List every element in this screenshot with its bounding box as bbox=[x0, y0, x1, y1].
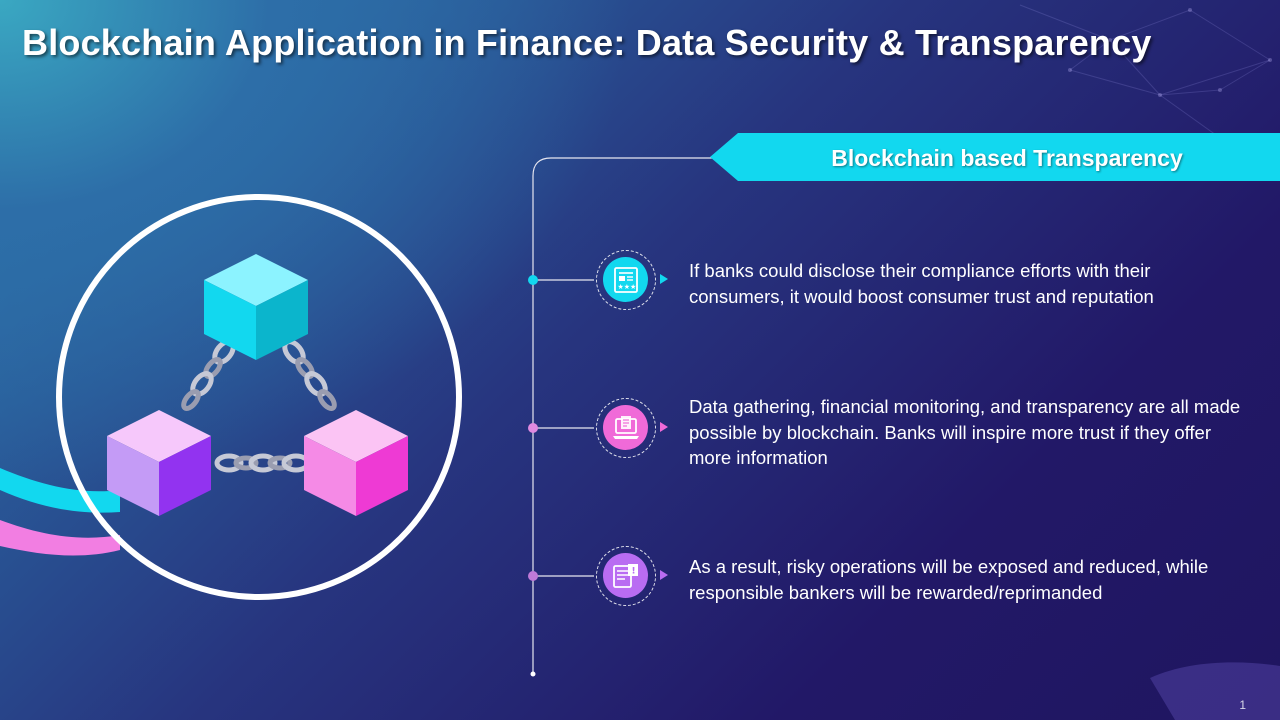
slide-title: Blockchain Application in Finance: Data … bbox=[22, 22, 1152, 63]
point-icon-badge: ★★★ bbox=[596, 250, 656, 310]
point-icon-badge: ! bbox=[596, 546, 656, 606]
pointer-arrow-icon bbox=[660, 422, 668, 432]
corner-wave-decoration bbox=[1150, 662, 1280, 720]
report-rating-icon: ★★★ bbox=[614, 267, 638, 293]
pointer-arrow-icon bbox=[660, 274, 668, 284]
svg-text:!: ! bbox=[632, 567, 636, 577]
timeline-connector bbox=[526, 150, 1266, 690]
blockchain-cubes-icon bbox=[56, 194, 462, 600]
page-number: 1 bbox=[1239, 698, 1246, 712]
svg-text:★★★: ★★★ bbox=[618, 283, 637, 291]
network-pattern-decoration bbox=[1019, 4, 1272, 146]
point-text: As a result, risky operations will be ex… bbox=[689, 556, 1209, 603]
banner-label: Blockchain based Transparency bbox=[831, 145, 1183, 171]
point-text: Data gathering, financial monitoring, an… bbox=[689, 396, 1241, 468]
laptop-document-icon bbox=[613, 416, 639, 439]
pointer-arrow-icon bbox=[660, 570, 668, 580]
point-icon-badge bbox=[596, 398, 656, 458]
section-banner: Blockchain based Transparency bbox=[710, 133, 1280, 181]
monitoring-dashboard-icon: ! bbox=[613, 564, 638, 588]
point-text: If banks could disclose their compliance… bbox=[689, 260, 1154, 307]
